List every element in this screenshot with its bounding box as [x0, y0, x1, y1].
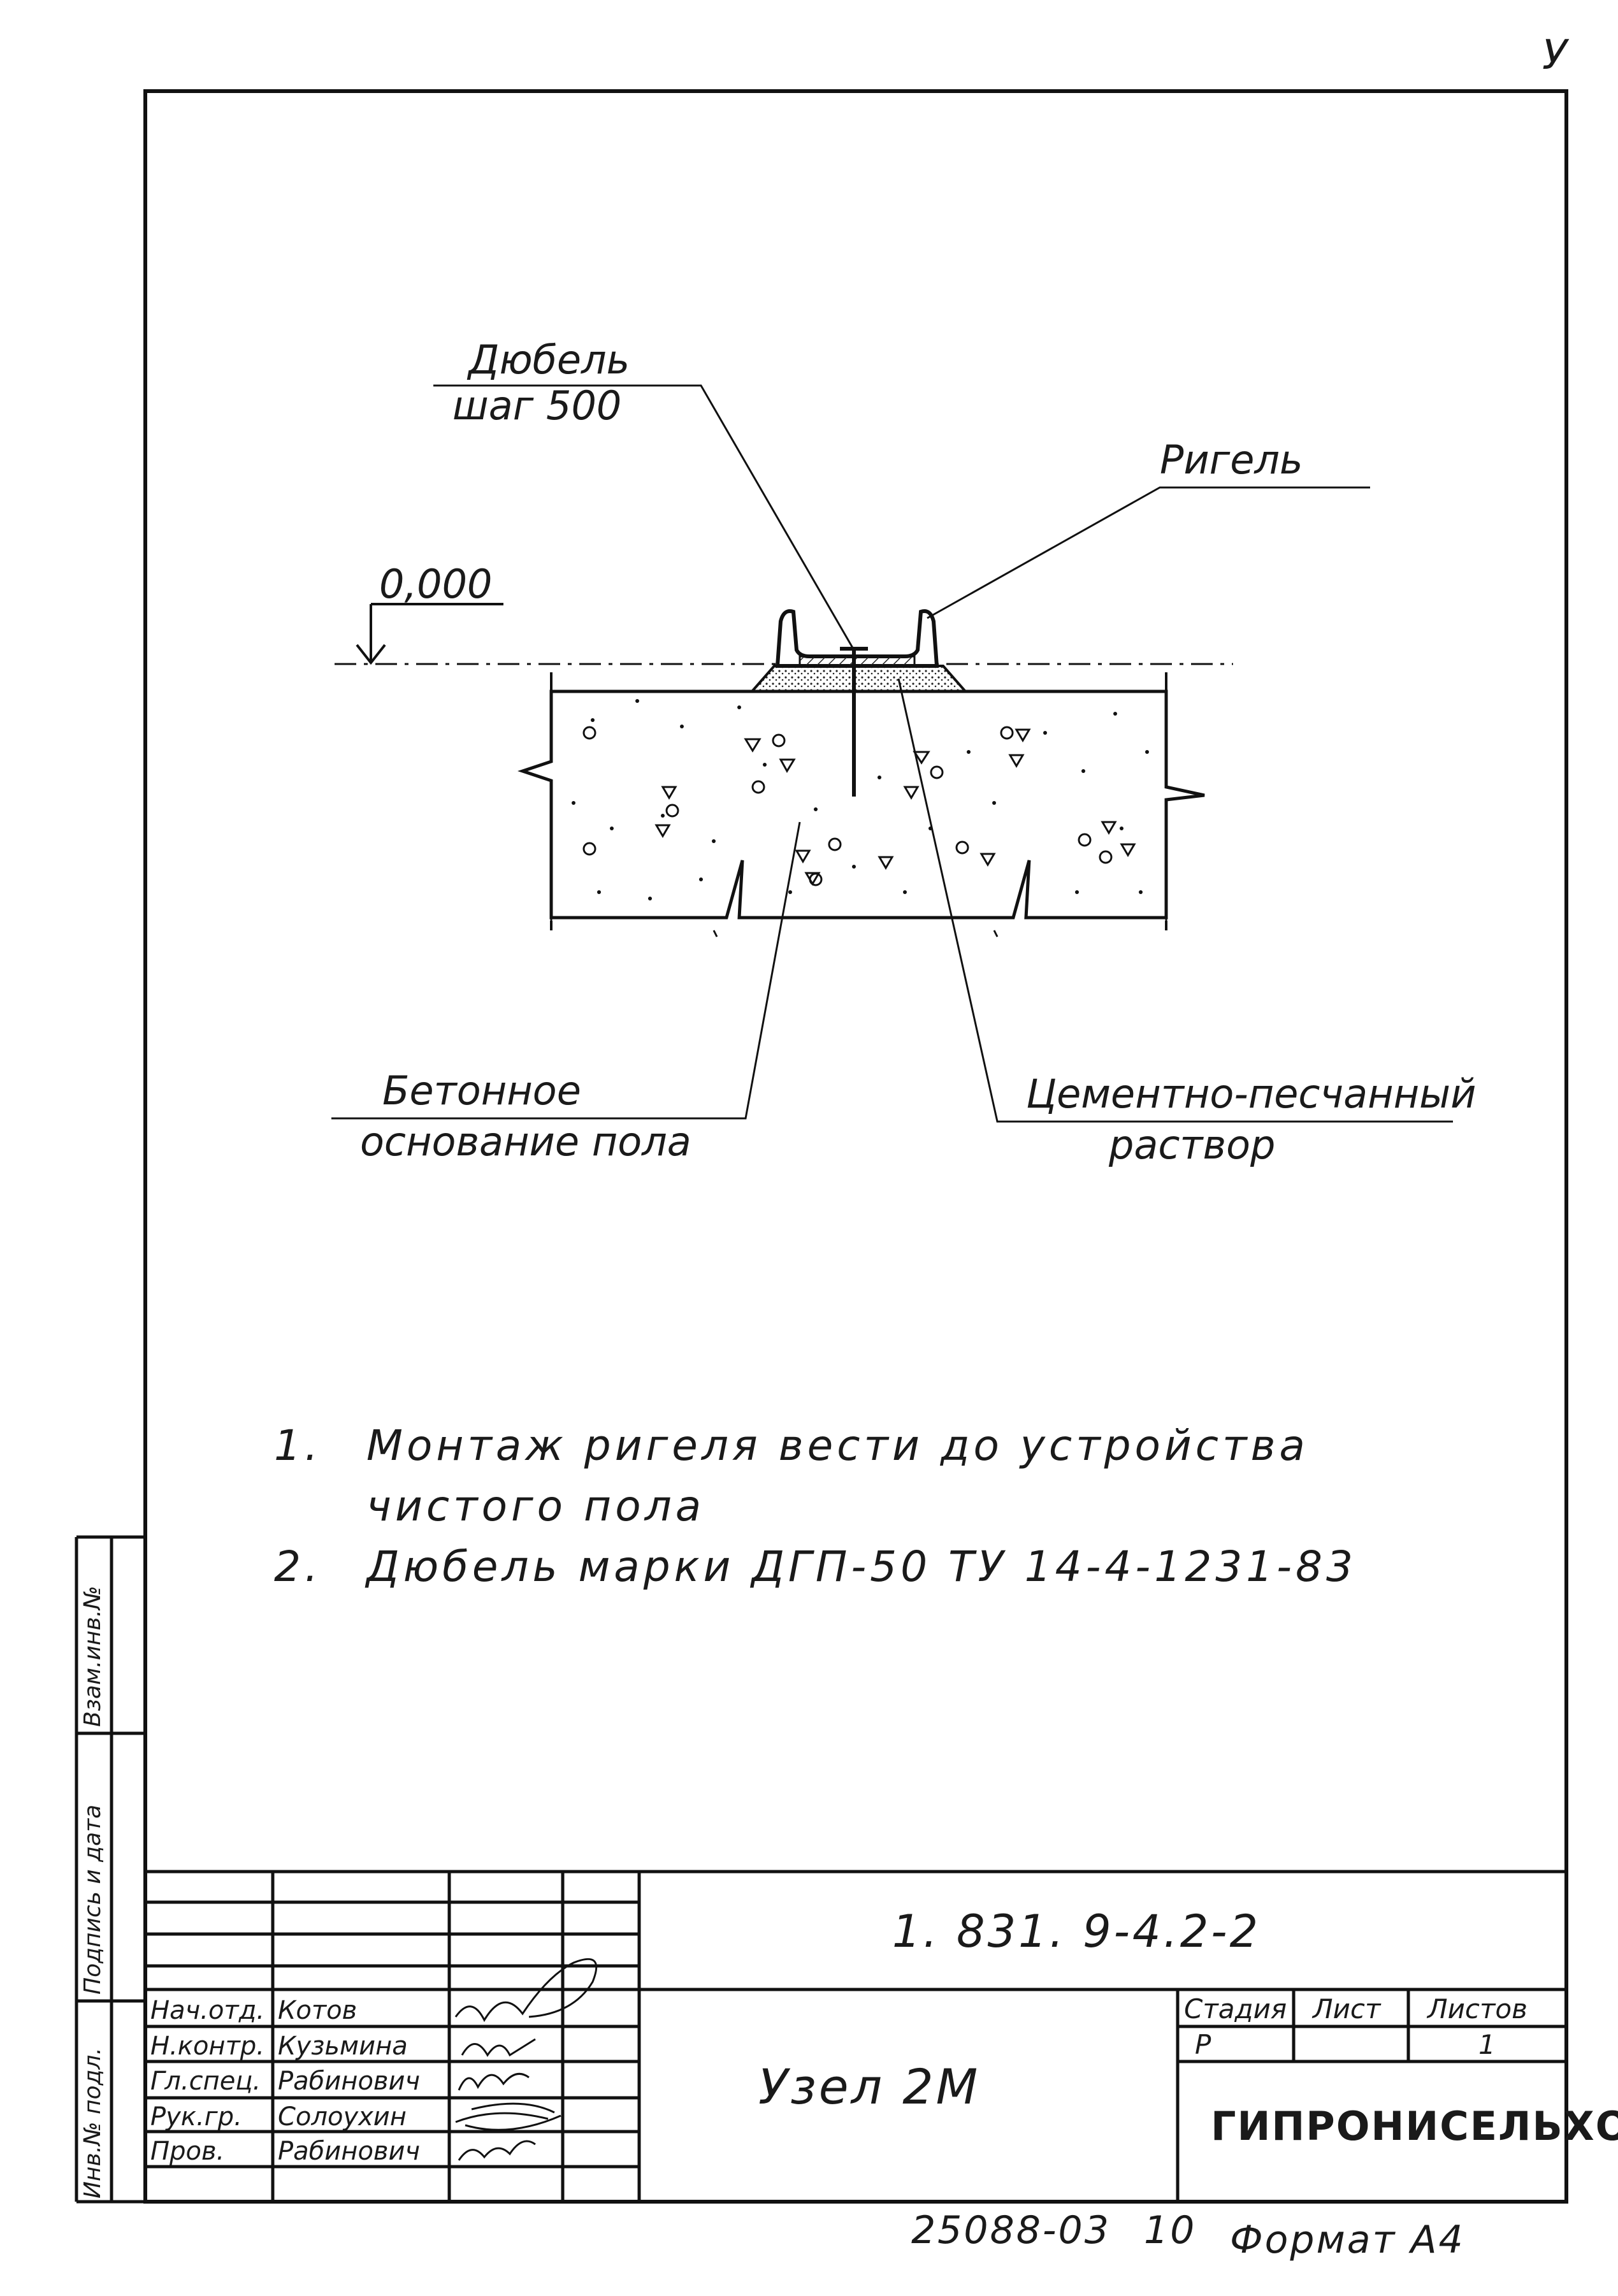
name-checker: Рабинович: [278, 2137, 421, 2166]
role-chief-specialist: Гл.спец.: [150, 2067, 261, 2096]
side-stamp-grid: [75, 1535, 145, 2204]
girder-label: Ригель: [1160, 437, 1303, 483]
elevation-mark: [356, 603, 503, 665]
concrete-base-label: основание пола: [360, 1118, 691, 1165]
sheets-header: Листов: [1427, 1993, 1528, 2025]
name-norm-control: Кузьмина: [278, 2032, 408, 2061]
concrete-label: Бетонное: [382, 1067, 581, 1114]
role-group-lead: Рук.гр.: [150, 2102, 242, 2132]
elevation-label: 0,000: [379, 561, 493, 607]
signatures: [454, 1958, 598, 2161]
name-chief-specialist: Рабинович: [278, 2067, 421, 2096]
role-head-of-dept: Нач.отд.: [150, 1996, 265, 2025]
mortar-label: Цементно-песчанный: [1026, 1071, 1477, 1117]
leader-lines: [331, 384, 1453, 1123]
note-2-line-1: Дюбель марки ДГП-50 ТУ 14-4-1231-83: [366, 1542, 1357, 1591]
sheet-header: Лист: [1313, 1993, 1381, 2025]
sheets-value: 1: [1478, 2029, 1496, 2060]
sheet-frame: [143, 89, 1568, 2204]
role-checker: Пров.: [150, 2137, 225, 2166]
document-designation: 1. 831. 9-4.2-2: [892, 1905, 1261, 1958]
title-block-grid: [145, 1870, 1566, 2202]
mortar-bed: [749, 665, 969, 693]
mortar-sub-label: раствор: [1109, 1122, 1276, 1168]
dowel-label: Дюбель: [468, 336, 630, 383]
side-stamp-inv-no: Инв.№ подл.: [80, 2047, 106, 2199]
dowel-step-label: шаг 500: [452, 382, 622, 429]
note-2-number: 2.: [274, 1542, 322, 1591]
name-group-lead: Солоухин: [278, 2102, 407, 2132]
note-1-number: 1.: [274, 1421, 322, 1470]
role-norm-control: Н.контр.: [150, 2032, 264, 2061]
stage-value: Р: [1195, 2029, 1211, 2060]
concrete-slab: [517, 672, 1205, 937]
stage-header: Стадия: [1184, 1993, 1287, 2025]
footer-format: Формат А4: [1230, 2218, 1465, 2262]
name-head-of-dept: Котов: [278, 1996, 358, 2025]
note-1-line-1: Монтаж ригеля вести до устройства: [366, 1421, 1309, 1470]
footer-archive-number: 25088-03: [911, 2208, 1111, 2253]
drawing-title: Узел 2М: [758, 2058, 981, 2115]
side-stamp-sign-date: Подпись и дата: [80, 1804, 106, 1995]
organization-name: ГИПРОНИСЕЛЬХОЗ: [1211, 2103, 1618, 2149]
sheet-corner-number: У: [1542, 32, 1567, 79]
side-stamp-replace-inv: Взам.инв.№: [80, 1585, 106, 1727]
footer-page: 10: [1144, 2208, 1197, 2253]
girder-section: [775, 609, 939, 668]
note-1-line-2: чистого пола: [366, 1482, 705, 1531]
